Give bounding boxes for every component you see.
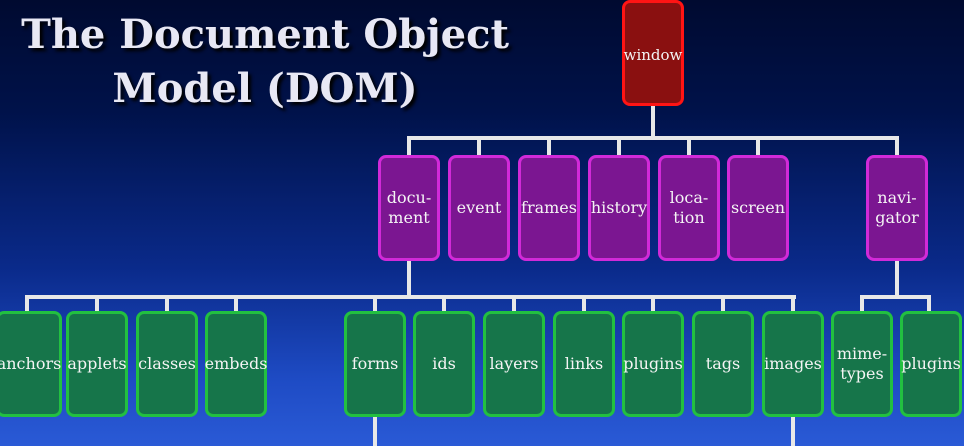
node-plugins-label: plugins (623, 354, 683, 373)
node-layers-label: layers (489, 354, 539, 373)
node-embeds-label: embeds (204, 354, 268, 373)
node-history: history (588, 155, 650, 261)
node-links: links (553, 311, 615, 417)
node-history-label: history (590, 198, 648, 217)
node-layers: layers (483, 311, 545, 417)
node-plugins-2-label: plugins (901, 354, 961, 373)
connector-drop-layers (512, 295, 516, 313)
connector-drop-forms (373, 295, 377, 313)
connector-drop-plugins-2 (927, 295, 931, 313)
node-screen-label: screen (730, 198, 786, 217)
connector-drop-tags (721, 295, 725, 313)
node-mimetypes-label: mime- types (836, 344, 888, 383)
connector-drop-mimetypes (860, 295, 864, 313)
node-location: loca- tion (658, 155, 720, 261)
node-event: event (448, 155, 510, 261)
node-plugins-2: plugins (900, 311, 962, 417)
node-applets-label: applets (67, 354, 127, 373)
slide-title: The Document Object Model (DOM) (0, 8, 530, 116)
connector-drop-ids (442, 295, 446, 313)
connector-drop-event (477, 136, 481, 158)
node-location-label: loca- tion (669, 188, 709, 227)
connector-drop-history (617, 136, 621, 158)
connector-drop-classes (165, 295, 169, 313)
connector-drop-frames (547, 136, 551, 158)
node-tags-label: tags (705, 354, 741, 373)
title-line-2: Model (DOM) (112, 65, 418, 112)
node-navigator-label: navi- gator (875, 188, 919, 227)
node-tags: tags (692, 311, 754, 417)
node-images: images (762, 311, 824, 417)
node-frames: frames (518, 155, 580, 261)
node-embeds: embeds (205, 311, 267, 417)
connector-images-continue (791, 414, 795, 446)
node-images-label: images (764, 354, 822, 373)
node-document-label: docu- ment (386, 188, 432, 227)
connector-forms-continue (373, 414, 377, 446)
connector-navigator-bar (860, 295, 931, 299)
node-plugins: plugins (622, 311, 684, 417)
connector-drop-applets (95, 295, 99, 313)
connector-drop-images (791, 295, 795, 313)
node-anchors-label: anchors (0, 354, 62, 373)
connector-window-down (651, 104, 655, 138)
node-ids-label: ids (432, 354, 456, 373)
connector-drop-screen (756, 136, 760, 158)
node-forms: forms (344, 311, 406, 417)
connector-drop-document (407, 136, 411, 158)
title-line-1: The Document Object (21, 11, 509, 58)
connector-drop-embeds (234, 295, 238, 313)
connector-level3-bar (25, 295, 796, 299)
connector-navigator-down (895, 258, 899, 298)
node-classes-label: classes (138, 354, 196, 373)
node-navigator: navi- gator (866, 155, 928, 261)
node-anchors: anchors (0, 311, 62, 417)
node-ids: ids (413, 311, 475, 417)
connector-drop-plugins (651, 295, 655, 313)
node-document: docu- ment (378, 155, 440, 261)
node-window-label: window (623, 46, 683, 64)
node-frames-label: frames (521, 198, 577, 217)
node-classes: classes (136, 311, 198, 417)
connector-drop-navigator (895, 136, 899, 158)
node-forms-label: forms (351, 354, 399, 373)
connector-drop-links (582, 295, 586, 313)
connector-drop-anchors (25, 295, 29, 313)
connector-level2-bar (407, 136, 899, 140)
node-window: window (622, 0, 684, 106)
node-screen: screen (727, 155, 789, 261)
node-mimetypes: mime- types (831, 311, 893, 417)
connector-document-down (407, 258, 411, 298)
node-links-label: links (564, 354, 604, 373)
node-event-label: event (456, 198, 502, 217)
node-applets: applets (66, 311, 128, 417)
connector-drop-location (687, 136, 691, 158)
